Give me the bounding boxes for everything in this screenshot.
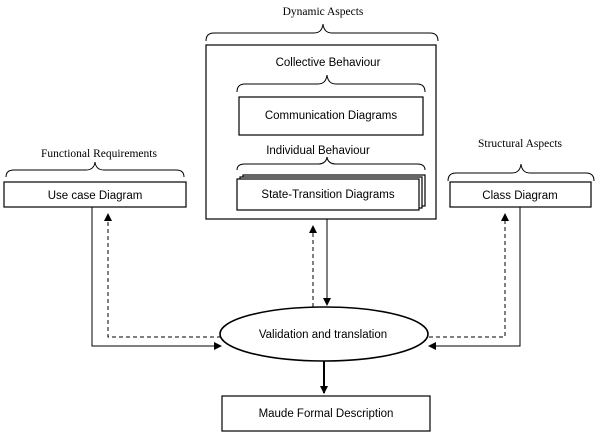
maude-formal-description-box <box>221 395 431 432</box>
collective-behaviour-label: Collective Behaviour <box>276 57 381 69</box>
class-diagram-text: Class Diagram <box>482 190 557 202</box>
structural-aspects-brace <box>447 163 595 182</box>
validation-translation-text: Validation and translation <box>259 329 387 341</box>
validation-to-use-case-feedback-arrow <box>104 213 221 338</box>
functional-requirements-brace <box>5 161 185 178</box>
maude-formal-description-text: Maude Formal Description <box>259 408 394 420</box>
communication-diagrams-box <box>238 96 424 136</box>
collective-behaviour-brace <box>236 74 426 93</box>
class-diagram-box <box>449 181 592 208</box>
dynamic-aspects-brace <box>205 23 439 42</box>
state-transition-diagrams-text: State-Transition Diagrams <box>261 189 394 201</box>
class-to-validation-arrow <box>428 207 521 350</box>
individual-behaviour-label: Individual Behaviour <box>266 145 370 157</box>
use-case-to-validation-arrow <box>91 207 222 350</box>
use-case-diagram-box <box>3 181 187 208</box>
state-transition-diagrams-box <box>236 178 420 211</box>
communication-diagrams-text: Communication Diagrams <box>265 110 398 122</box>
dynamic-aspects-label: Dynamic Aspects <box>283 6 364 18</box>
functional-requirements-label: Functional Requirements <box>41 148 157 160</box>
validation-to-class-feedback-arrow <box>429 213 509 338</box>
structural-aspects-label: Structural Aspects <box>478 138 563 150</box>
individual-behaviour-brace <box>236 156 426 171</box>
use-case-diagram-text: Use case Diagram <box>48 190 143 202</box>
